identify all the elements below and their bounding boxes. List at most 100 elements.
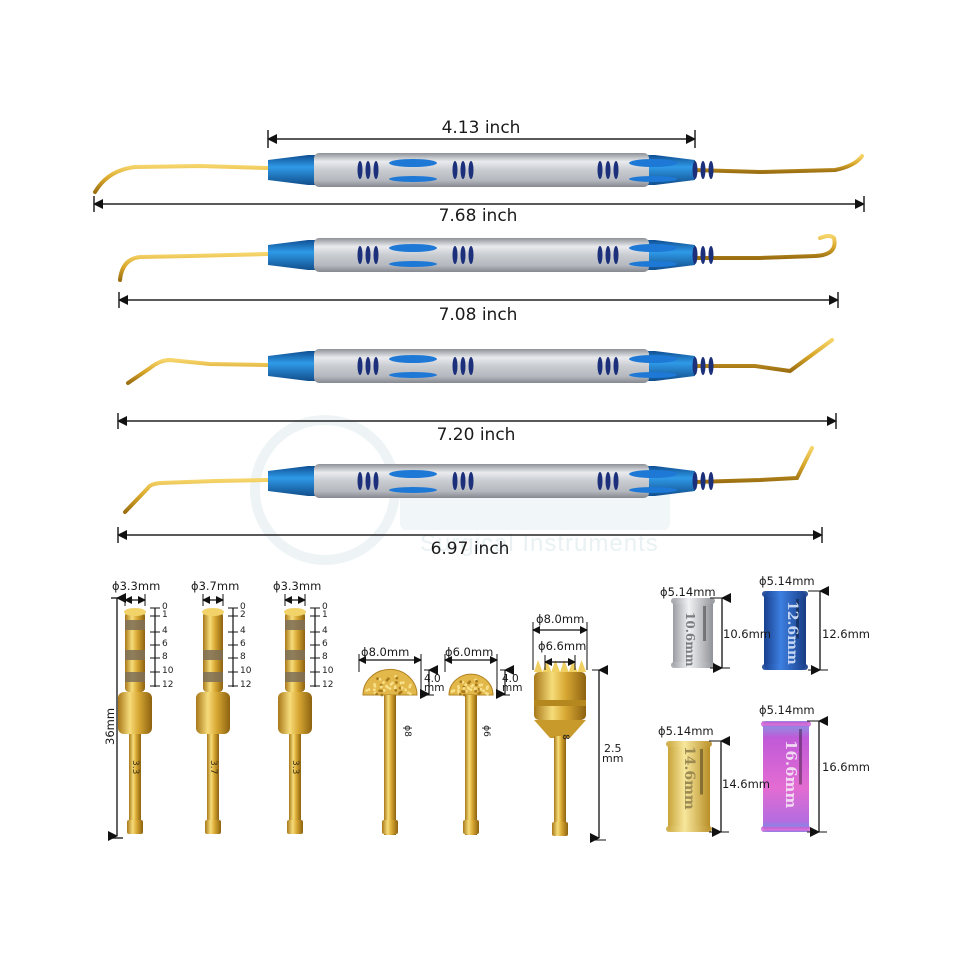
diamond-grit bbox=[393, 685, 397, 689]
sleeve-rim-top bbox=[762, 591, 808, 597]
bur-2-diameter-label: ϕ6.0mm bbox=[445, 645, 494, 659]
grip-slot bbox=[613, 161, 619, 179]
grip-slot bbox=[460, 472, 466, 490]
trephine-height-value: 2.5 bbox=[603, 742, 622, 755]
depth-scale-label: 8 bbox=[162, 652, 168, 662]
diamond-grit bbox=[485, 687, 489, 690]
diamond-grit bbox=[478, 683, 482, 687]
grip-slot bbox=[365, 246, 371, 264]
diamond-grit bbox=[468, 680, 472, 684]
drill-tip bbox=[284, 608, 306, 616]
sleeve-3-diameter-label: ϕ5.14mm bbox=[658, 724, 714, 738]
depth-scale-label: 0 bbox=[322, 602, 328, 612]
diamond-grit bbox=[379, 685, 383, 689]
sleeve-1 bbox=[671, 593, 731, 673]
diamond-grit bbox=[450, 689, 454, 693]
depth-scale-label: 1 bbox=[162, 610, 168, 620]
depth-scale-label: 10 bbox=[322, 666, 334, 676]
diamond-grit bbox=[464, 683, 468, 687]
grip-window bbox=[389, 261, 437, 267]
diamond-grit bbox=[407, 691, 410, 695]
sleeve-2 bbox=[762, 586, 829, 675]
bur-latch bbox=[463, 820, 479, 834]
grip-slot bbox=[365, 161, 371, 179]
diamond-grit bbox=[399, 690, 403, 694]
diamond-grit bbox=[386, 685, 390, 689]
depth-band bbox=[125, 650, 145, 660]
sleeve-rim-top bbox=[671, 598, 715, 604]
drill-length-label: 36mm bbox=[103, 707, 117, 745]
sleeve-2-engraving: 12.6mm bbox=[784, 601, 800, 665]
diamond-grit bbox=[462, 690, 466, 694]
diamond-grit bbox=[378, 677, 382, 681]
sleeve-1-engraving: 10.6mm bbox=[683, 612, 697, 667]
depth-scale-label: 8 bbox=[322, 652, 328, 662]
grip-slot bbox=[605, 161, 611, 179]
diamond-grit bbox=[464, 689, 468, 693]
grip-window bbox=[629, 244, 677, 252]
diamond-grit bbox=[458, 692, 462, 696]
diamond-grit bbox=[408, 685, 412, 689]
drill-stop-collar bbox=[118, 692, 152, 734]
bur-2 bbox=[444, 654, 514, 835]
drill-shank bbox=[129, 734, 141, 834]
sleeve-slot bbox=[799, 729, 802, 785]
diamond-grit bbox=[456, 684, 460, 688]
diamond-grit bbox=[394, 689, 398, 692]
depth-band bbox=[203, 650, 223, 660]
grip-slot bbox=[460, 357, 466, 375]
bur-1 bbox=[358, 654, 438, 835]
trephine-outer-diameter-label: ϕ8.0mm bbox=[536, 612, 585, 626]
diamond-grit bbox=[484, 691, 488, 695]
grip-window bbox=[389, 355, 437, 363]
bur-1-height-value: 4.0 bbox=[424, 673, 441, 685]
diamond-grit bbox=[387, 677, 390, 681]
depth-band bbox=[125, 620, 145, 630]
grip-slot bbox=[692, 246, 698, 264]
bur-2-shank-mark: ϕ6 bbox=[480, 725, 491, 737]
bur-1-shank-mark: ϕ8 bbox=[401, 725, 412, 737]
grip-slot bbox=[605, 357, 611, 375]
grip-slot bbox=[357, 161, 363, 179]
grip-slot bbox=[700, 472, 706, 490]
bur-shank bbox=[465, 695, 477, 835]
grip-slot bbox=[468, 472, 474, 490]
depth-scale-label: 0 bbox=[240, 602, 246, 612]
depth-band bbox=[285, 672, 305, 682]
depth-scale-label: 10 bbox=[162, 666, 174, 676]
grip-slot bbox=[613, 246, 619, 264]
diamond-grit bbox=[388, 687, 392, 690]
trephine-latch bbox=[552, 822, 568, 836]
grip-slot bbox=[468, 246, 474, 264]
depth-scale-label: 6 bbox=[162, 639, 168, 649]
trephine-ring bbox=[534, 700, 586, 706]
diamond-grit bbox=[401, 681, 405, 684]
depth-scale-label: 4 bbox=[162, 626, 168, 636]
handle-length-label: 4.13 inch bbox=[441, 118, 521, 138]
diamond-grit bbox=[373, 683, 376, 686]
depth-scale-label: 1 bbox=[322, 610, 328, 620]
depth-scale-label: 12 bbox=[240, 680, 252, 690]
grip-slot bbox=[452, 161, 458, 179]
depth-scale-label: 6 bbox=[322, 639, 328, 649]
diamond-grit bbox=[373, 688, 376, 692]
grip-slot bbox=[365, 472, 371, 490]
depth-scale-label: 10 bbox=[240, 666, 252, 676]
drill-shank bbox=[289, 734, 301, 834]
trephine-taper bbox=[534, 720, 586, 738]
grip-slot bbox=[708, 357, 714, 375]
depth-scale-label: 2 bbox=[240, 610, 246, 620]
trephine-tooth bbox=[577, 660, 587, 672]
grip-window bbox=[629, 159, 677, 167]
diamond-grit bbox=[474, 689, 478, 693]
drill-3: 3.3 bbox=[278, 594, 320, 834]
grip-window bbox=[389, 159, 437, 167]
drill-1: 3.3 bbox=[118, 594, 160, 834]
diamond-grit bbox=[380, 693, 384, 697]
drill-1-diameter-label: ϕ3.3mm bbox=[112, 579, 161, 593]
grip-slot bbox=[692, 472, 698, 490]
working-tip-left bbox=[93, 163, 270, 194]
grip-slot bbox=[468, 357, 474, 375]
handle-cap-left bbox=[268, 155, 316, 185]
sleeve-3-engraving: 14.6mm bbox=[681, 746, 697, 810]
